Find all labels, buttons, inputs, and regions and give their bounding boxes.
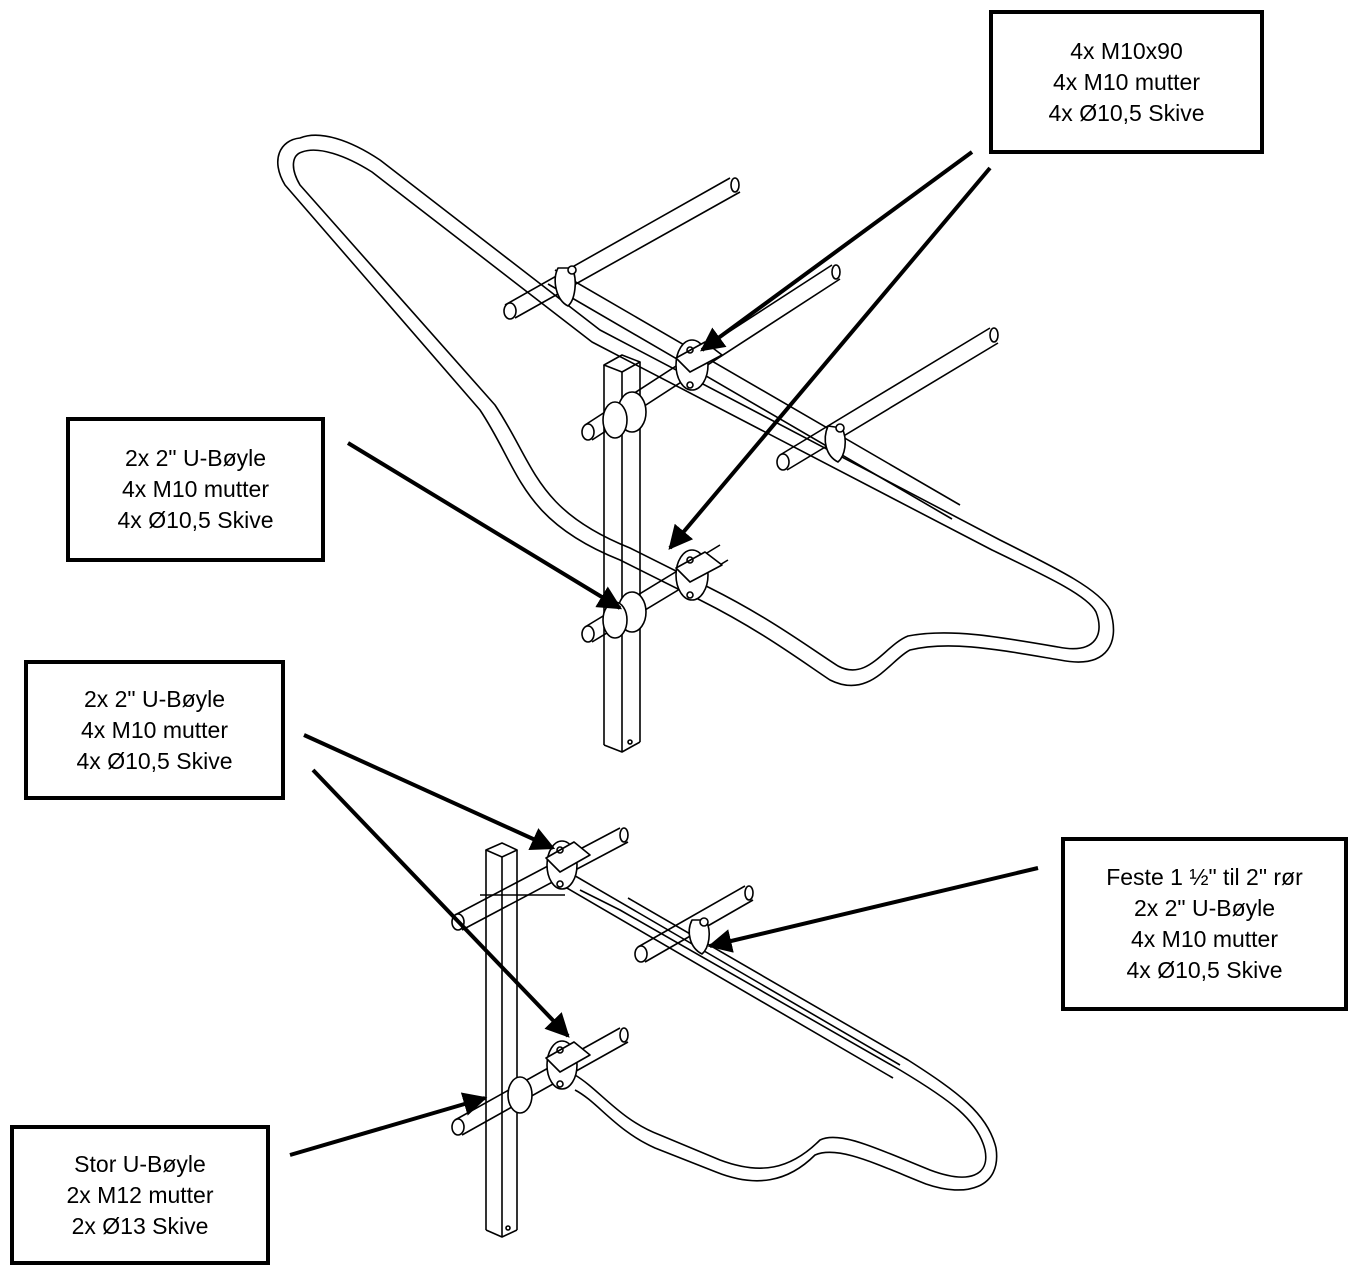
callout-line: 2x 2" U-Bøyle (1133, 895, 1276, 921)
lower-elements (451, 827, 754, 1136)
callout-line: 4x M10x90 (1070, 37, 1183, 64)
upper-clamps (554, 265, 847, 639)
callout-right: Feste 1 ½" til 2" rør 2x 2" U-Bøyle 4x M… (1061, 837, 1348, 1011)
callout-line: 2x 2" U-Bøyle (124, 445, 267, 471)
leader-arrows (289, 150, 1039, 1157)
callout-line: 4x Ø10,5 Skive (1048, 99, 1205, 126)
callout-line: Feste 1 ½" til 2" rør (1106, 864, 1303, 890)
lower-mast (485, 842, 518, 1238)
callout-line: 4x Ø10,5 Skive (1126, 957, 1283, 983)
upper-boom (547, 269, 961, 520)
arrow-top-right-1 (700, 150, 974, 352)
lower-clamps (480, 840, 711, 1114)
callout-bottom: Stor U-Bøyle 2x M12 mutter 2x Ø13 Skive (10, 1125, 270, 1265)
callout-line: 4x M10 mutter (1131, 926, 1278, 952)
callout-left-lower: 2x 2" U-Bøyle 4x M10 mutter 4x Ø10,5 Ski… (24, 660, 285, 800)
upper-antenna-assembly (276, 134, 1115, 753)
callout-line: 2x 2" U-Bøyle (83, 685, 226, 712)
arrow-left-lower-1 (303, 733, 556, 851)
callout-left-upper: 2x 2" U-Bøyle 4x M10 mutter 4x Ø10,5 Ski… (66, 417, 325, 562)
arrow-bottom (289, 1092, 488, 1157)
callout-top-right: 4x M10x90 4x M10 mutter 4x Ø10,5 Skive (989, 10, 1264, 154)
arrow-right (707, 866, 1039, 953)
callout-line: 4x Ø10,5 Skive (76, 747, 233, 774)
arrow-left-upper (346, 441, 623, 610)
callout-line: 2x M12 mutter (66, 1181, 214, 1208)
callout-line: Stor U-Bøyle (74, 1150, 206, 1177)
lower-boom (559, 869, 901, 1079)
callout-line: 4x M10 mutter (1053, 68, 1200, 95)
lower-antenna-assembly (451, 827, 998, 1238)
arrow-top-right-2 (668, 166, 992, 550)
callout-line: 2x Ø13 Skive (71, 1212, 209, 1239)
upper-loop-element (276, 134, 1115, 687)
arrow-left-lower-2 (311, 768, 570, 1038)
callout-line: 4x Ø10,5 Skive (117, 507, 274, 533)
callout-line: 4x M10 mutter (122, 476, 269, 502)
lower-loop-element (574, 889, 998, 1191)
callout-line: 4x M10 mutter (81, 716, 228, 743)
